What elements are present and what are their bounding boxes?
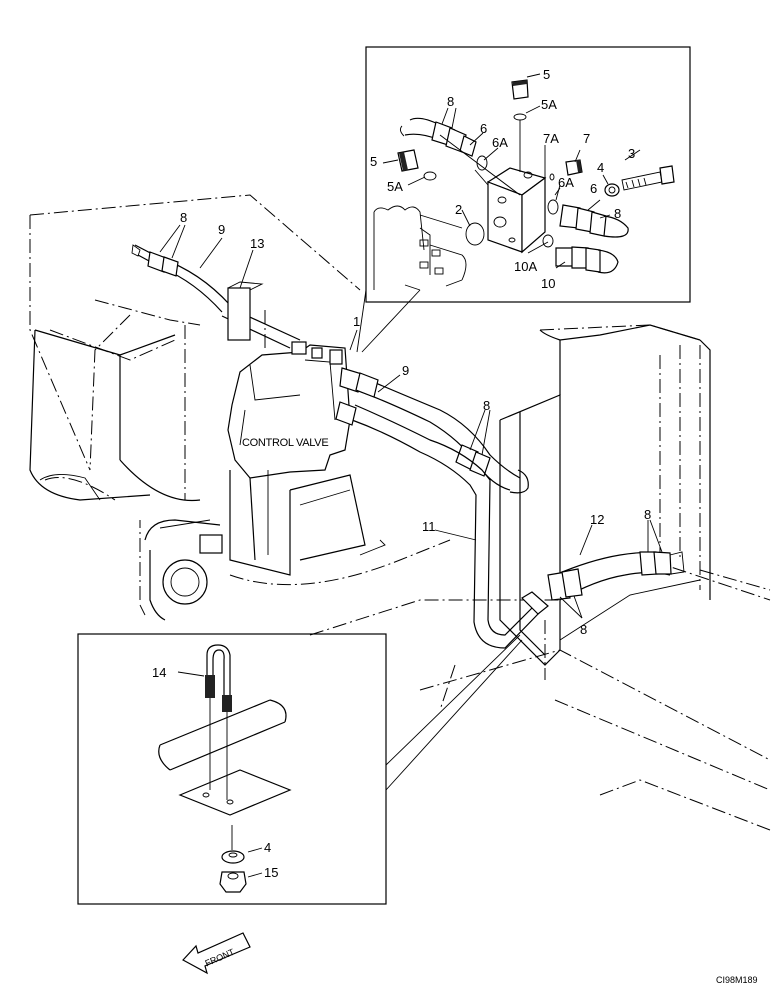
label-part-10a: 10A — [514, 259, 537, 274]
label-part-11: 11 — [422, 519, 436, 534]
control-valve — [227, 341, 386, 576]
label-part-8-right: 8 — [483, 398, 490, 413]
label-part-12: 12 — [590, 512, 604, 527]
label-part-9-right: 9 — [402, 363, 409, 378]
label-part-8-detail-right: 8 — [614, 206, 621, 221]
label-part-9-left: 9 — [218, 222, 225, 237]
callout-labels-main: 1 8 9 13 9 8 11 12 8 8 CONTROL VALVE — [180, 210, 651, 637]
detail-box-valve-block — [356, 46, 691, 353]
leader-lines-main — [159, 224, 663, 619]
label-part-8-bottom: 8 — [580, 622, 587, 637]
label-part-3: 3 — [628, 146, 635, 161]
hose-9-right — [339, 367, 529, 494]
label-part-1: 1 — [353, 314, 360, 329]
label-part-10: 10 — [541, 276, 555, 291]
engine-block — [29, 329, 223, 621]
callout-labels-detail-bottom: 14 4 15 — [152, 665, 278, 880]
label-part-8-left: 8 — [180, 210, 187, 225]
clamp-13 — [227, 281, 264, 341]
oil-cooler — [499, 324, 711, 666]
label-part-2: 2 — [455, 202, 462, 217]
label-part-6a-left: 6A — [492, 135, 508, 150]
label-part-4-bolt: 4 — [264, 840, 271, 855]
label-part-6a-right: 6A — [558, 175, 574, 190]
drawing-code: CI98M189 — [716, 975, 758, 985]
label-part-6-left: 6 — [480, 121, 487, 136]
machine-frame-outline — [29, 194, 771, 831]
label-part-5-left: 5 — [370, 154, 377, 169]
detail-box-u-bolt — [77, 633, 523, 905]
label-part-4-detail: 4 — [597, 160, 604, 175]
label-part-5a-top: 5A — [541, 97, 557, 112]
callout-labels-detail-top: 5 5A 8 6 6A 7A 7 3 4 5 5A 6A 6 8 2 10A 1… — [370, 67, 635, 291]
label-part-14: 14 — [152, 665, 166, 680]
label-part-8-detail: 8 — [447, 94, 454, 109]
hose-9-left — [131, 244, 301, 349]
front-direction-arrow: FRONT — [182, 932, 251, 975]
hose-12 — [547, 551, 685, 601]
label-part-7: 7 — [583, 131, 590, 146]
label-part-8-radiator: 8 — [644, 507, 651, 522]
label-part-6-right: 6 — [590, 181, 597, 196]
control-valve-label: CONTROL VALVE — [242, 437, 328, 449]
label-part-7a: 7A — [543, 131, 559, 146]
label-part-5-top: 5 — [543, 67, 550, 82]
pipe-11 — [335, 401, 549, 649]
label-part-13: 13 — [250, 236, 264, 251]
label-part-5a-left: 5A — [387, 179, 403, 194]
label-part-15: 15 — [264, 865, 278, 880]
